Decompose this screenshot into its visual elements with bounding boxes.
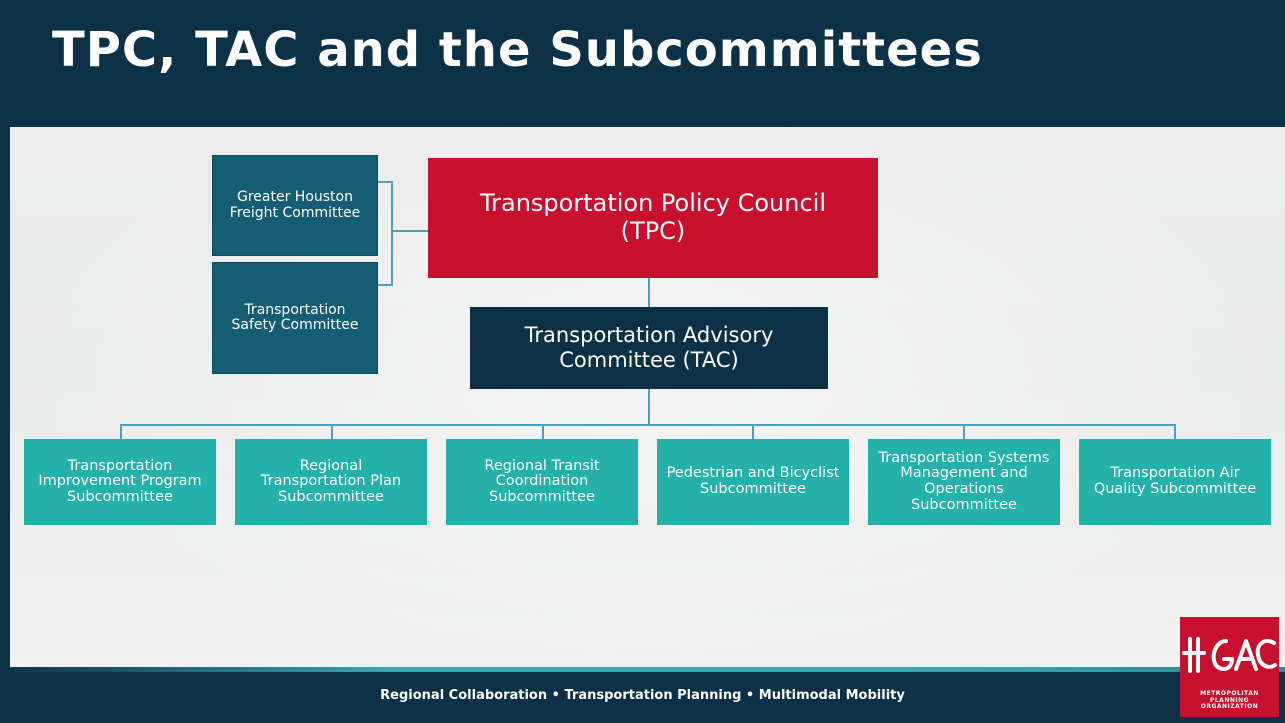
connector-sub-5	[963, 424, 965, 439]
tac-line1: Transportation Advisory	[524, 322, 774, 347]
slide-title: TPC, TAC and the Subcommittees	[52, 22, 983, 78]
subcommittee-tsmo-line3: Operations	[924, 481, 1004, 497]
subcommittee-tip-line1: Transportation	[67, 457, 173, 474]
connector-sub-2	[331, 424, 333, 439]
tpc-line1: Transportation Policy Council	[480, 189, 826, 218]
subcommittee-ped-bike-line1: Pedestrian and Bicyclist	[666, 465, 840, 482]
subcommittee-transit-line3: Subcommittee	[489, 488, 595, 505]
connector-horizontal-bus	[120, 424, 1176, 426]
logo-caption-line2: PLANNING	[1209, 696, 1250, 704]
connector-tac-down	[648, 389, 650, 425]
subcommittee-ped-bike: Pedestrian and Bicyclist Subcommittee	[657, 439, 849, 525]
subcommittee-air-quality-line2: Quality Subcommittee	[1093, 481, 1257, 497]
subcommittee-tip-line2: Improvement Program	[38, 473, 202, 490]
side-committee-freight-line2: Freight Committee	[229, 204, 361, 221]
tpc-box: Transportation Policy Council (TPC)	[428, 158, 878, 278]
subcommittee-transit: Regional Transit Coordination Subcommitt…	[446, 439, 638, 525]
connector-side-to-tpc	[391, 230, 428, 232]
subcommittee-transit-line2: Coordination	[495, 473, 589, 490]
connector-side-bottom	[378, 284, 392, 286]
side-committee-freight: Greater Houston Freight Committee	[212, 155, 378, 256]
footer-bar: Regional Collaboration • Transportation …	[0, 672, 1285, 723]
connector-side-top	[378, 181, 392, 183]
logo-caption-line1: METROPOLITAN	[1200, 690, 1259, 697]
subcommittee-ped-bike-line2: Subcommittee	[700, 481, 806, 497]
logo-caption: METROPOLITAN PLANNING ORGANIZATION	[1180, 690, 1279, 711]
subcommittee-tip-line3: Subcommittee	[67, 488, 173, 505]
hgac-logo: METROPOLITAN PLANNING ORGANIZATION	[1180, 617, 1279, 717]
side-committee-freight-line1: Greater Houston	[237, 189, 353, 206]
title-bar: TPC, TAC and the Subcommittees	[0, 0, 1285, 129]
hgac-logo-icon	[1182, 637, 1277, 673]
subcommittee-rtp-line1: Regional	[299, 457, 363, 474]
side-committee-safety: Transportation Safety Committee	[212, 262, 378, 374]
connector-sub-4	[752, 424, 754, 439]
logo-caption-line3: ORGANIZATION	[1200, 703, 1259, 711]
footer-tagline: Regional Collaboration • Transportation …	[380, 688, 905, 703]
connector-sub-1	[120, 424, 122, 439]
connector-side-vertical	[391, 181, 393, 286]
subcommittee-tsmo-line1: Transportation Systems	[878, 449, 1050, 466]
side-committee-safety-line1: Transportation	[244, 301, 346, 318]
subcommittee-rtp-line2: Transportation Plan	[260, 473, 402, 490]
subcommittee-rtp: Regional Transportation Plan Subcommitte…	[235, 439, 427, 525]
subcommittee-rtp-line3: Subcommittee	[278, 488, 384, 505]
tpc-line2: (TPC)	[620, 217, 686, 245]
connector-tpc-to-tac	[648, 278, 650, 307]
tac-line2: Committee (TAC)	[559, 348, 739, 372]
connector-sub-3	[542, 424, 544, 439]
subcommittee-tsmo: Transportation Systems Management and Op…	[868, 439, 1060, 525]
subcommittee-air-quality: Transportation Air Quality Subcommittee	[1079, 439, 1271, 525]
tac-box: Transportation Advisory Committee (TAC)	[470, 307, 828, 389]
subcommittee-tsmo-line4: Subcommittee	[911, 496, 1017, 513]
connector-sub-6	[1174, 424, 1176, 439]
footer-accent-line	[0, 667, 1285, 672]
subcommittee-tip: Transportation Improvement Program Subco…	[24, 439, 216, 525]
subcommittee-air-quality-line1: Transportation Air	[1110, 465, 1240, 482]
side-committee-safety-line2: Safety Committee	[231, 317, 359, 333]
left-edge-accent	[0, 127, 10, 672]
subcommittee-tsmo-line2: Management and	[900, 465, 1028, 482]
subcommittee-transit-line1: Regional Transit	[484, 457, 600, 474]
